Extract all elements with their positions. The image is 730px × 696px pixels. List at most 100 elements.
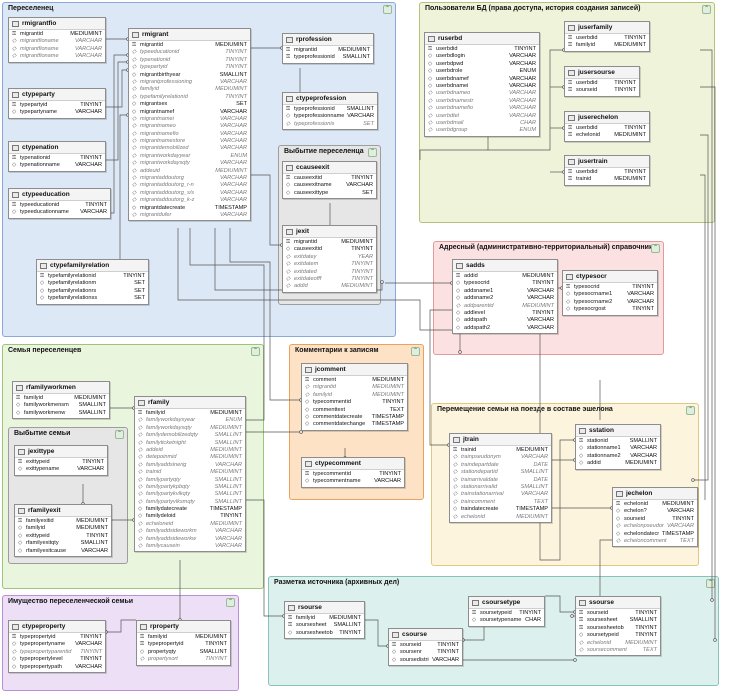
table-header[interactable]: jexit — [283, 226, 376, 238]
collapse-icon[interactable]: ⌃ — [251, 347, 260, 356]
table-header[interactable]: rfamilyexit — [15, 505, 111, 517]
table-header[interactable]: rmigrantfio — [9, 18, 105, 30]
table-header[interactable]: ctypesocr — [563, 271, 657, 283]
collapse-icon[interactable]: ⌃ — [411, 347, 420, 356]
table-header[interactable]: ctypeparty — [9, 89, 105, 101]
table-header[interactable]: jexittype — [15, 446, 107, 458]
column-row[interactable]: ◇echelonpseudonymVARCHAR — [613, 523, 697, 530]
table-header[interactable]: csourse — [389, 629, 462, 641]
table-header[interactable]: ruserbd — [425, 33, 539, 45]
table-header[interactable]: jcomment — [302, 364, 407, 376]
table-header[interactable]: ctypecomment — [302, 458, 404, 470]
table-header[interactable]: ctypeproperty — [9, 621, 105, 633]
collapse-icon[interactable]: ⌃ — [226, 598, 235, 607]
table-header[interactable]: ctypeprofession — [283, 93, 377, 105]
table-header[interactable]: ctypefamilyrelation — [37, 260, 148, 272]
column-row[interactable]: ◇soursedistrictVARCHAR — [389, 657, 462, 664]
table-header[interactable]: juserechelon — [565, 112, 649, 124]
table-header[interactable]: ctypenation — [9, 142, 105, 154]
